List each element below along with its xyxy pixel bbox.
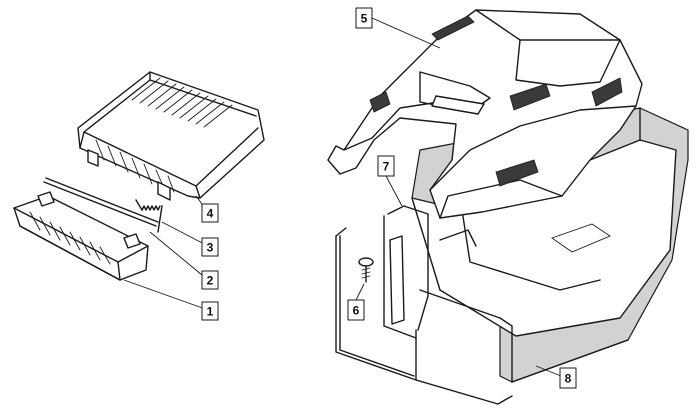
part-6-screw xyxy=(358,257,374,283)
callout-5: 5 xyxy=(355,7,373,29)
callout-2-number: 2 xyxy=(207,274,214,288)
callout-1-number: 1 xyxy=(207,305,214,319)
callout-4: 4 xyxy=(201,203,219,223)
callout-1: 1 xyxy=(201,301,219,321)
callout-7-number: 7 xyxy=(383,160,390,174)
callout-4-number: 4 xyxy=(207,207,214,221)
part-1-flap xyxy=(13,191,149,281)
callout-7: 7 xyxy=(377,155,395,177)
callout-2: 2 xyxy=(201,270,219,290)
callout-3-number: 3 xyxy=(207,241,214,255)
part-7-frame xyxy=(335,205,513,405)
callout-3: 3 xyxy=(201,237,219,257)
callout-6-number: 6 xyxy=(353,304,360,318)
part-4-lid xyxy=(77,71,265,201)
part-2-rod xyxy=(43,177,159,227)
callout-8: 8 xyxy=(559,367,577,389)
callout-8-number: 8 xyxy=(565,372,572,386)
part-5-top-cover xyxy=(327,9,643,219)
callout-5-number: 5 xyxy=(361,12,368,26)
callout-6: 6 xyxy=(347,299,365,321)
part-3-spring xyxy=(135,199,163,233)
